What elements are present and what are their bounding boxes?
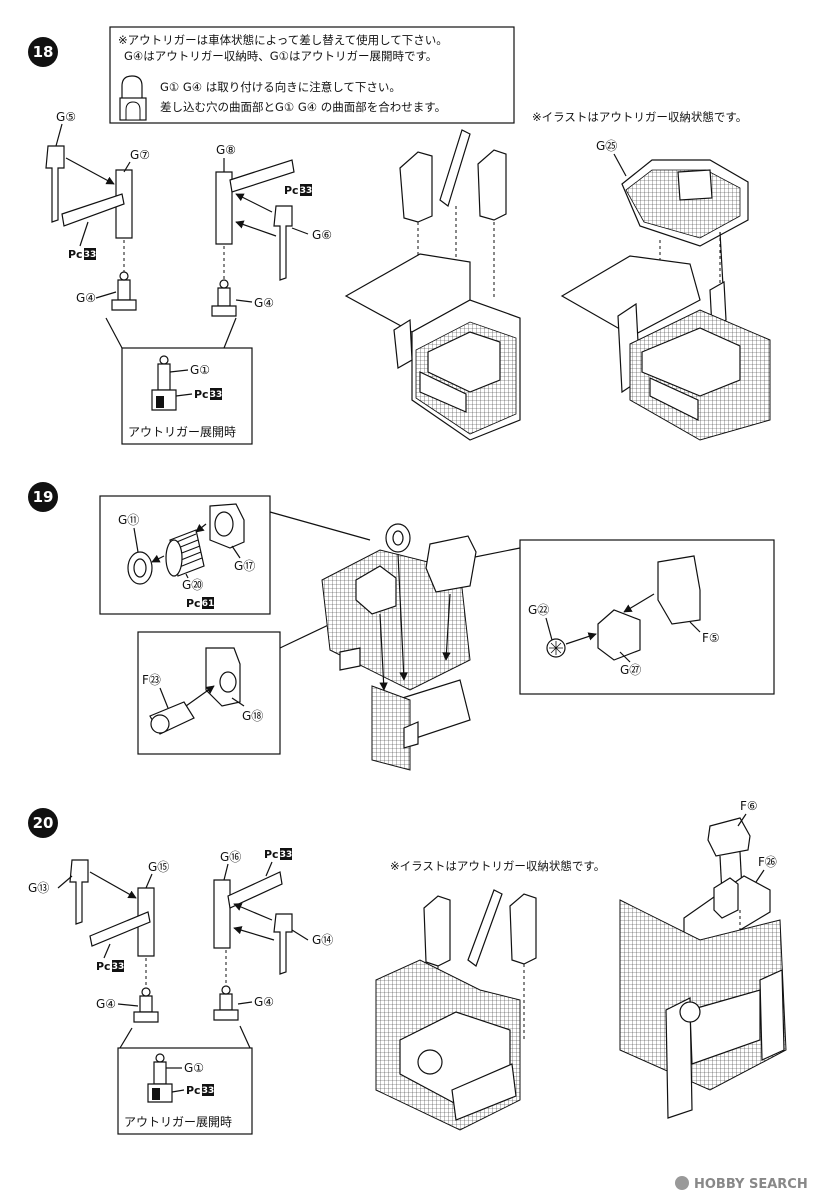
step-number: 20 bbox=[33, 814, 54, 832]
note-line: ※アウトリガーは車体状態によって差し替えて使用して下さい。 bbox=[118, 33, 448, 47]
step-20: 20 ※イラストはアウトリガー収納状態です。 G⑬ G⑮ Pc 33 G④ bbox=[28, 799, 787, 1135]
svg-text:Pc: Pc bbox=[186, 1084, 201, 1097]
outrigger-right-assembly bbox=[211, 159, 295, 317]
svg-text:Pc: Pc bbox=[186, 597, 201, 610]
outrigger-right-assembly bbox=[213, 871, 293, 1021]
part-label: G⑱ bbox=[242, 709, 263, 723]
part-label: G① bbox=[190, 363, 210, 377]
part-label: G⑬ bbox=[28, 881, 49, 895]
svg-text:33: 33 bbox=[202, 1086, 215, 1096]
step-19: 19 G⑪ G⑳ G⑰ Pc 61 bbox=[28, 482, 775, 771]
outrigger-jack-part bbox=[151, 355, 177, 411]
inset-deployed bbox=[117, 1047, 253, 1135]
note-line: G④はアウトリガー収納時、G①はアウトリガー展開時です。 bbox=[124, 49, 437, 63]
svg-text:33: 33 bbox=[300, 186, 313, 196]
pc-badge: Pc 33 bbox=[264, 848, 292, 861]
part-label: G⑪ bbox=[118, 513, 139, 527]
part-label: G㉒ bbox=[528, 603, 549, 617]
inset-caption: アウトリガー展開時 bbox=[124, 1115, 232, 1129]
watermark-text: HOBBY SEARCH bbox=[694, 1177, 808, 1192]
svg-text:Pc: Pc bbox=[96, 960, 111, 973]
part-label: G⑦ bbox=[130, 148, 150, 162]
svg-text:Pc: Pc bbox=[68, 248, 83, 261]
part-label: G⑯ bbox=[220, 850, 241, 864]
pulley-part bbox=[149, 701, 195, 735]
svg-text:Pc: Pc bbox=[194, 388, 209, 401]
part-label: G㉗ bbox=[620, 663, 641, 677]
notes-box bbox=[109, 26, 515, 124]
step-number-badge bbox=[28, 482, 58, 512]
mount-part bbox=[597, 609, 641, 661]
outrigger-left-assembly bbox=[45, 145, 137, 311]
pc-badge: Pc 33 bbox=[284, 184, 312, 197]
part-label: G⑥ bbox=[312, 228, 332, 242]
chassis-illustration bbox=[375, 889, 537, 1131]
bracket-part bbox=[657, 555, 701, 625]
winch-housing-part bbox=[209, 503, 245, 549]
chassis-illustration bbox=[344, 129, 521, 441]
part-label: G⑭ bbox=[312, 933, 333, 947]
part-label: G④ bbox=[254, 296, 274, 310]
step-number-badge bbox=[28, 37, 58, 67]
illustration-caption: ※イラストはアウトリガー収納状態です。 bbox=[390, 859, 605, 873]
watermark: HOBBY SEARCH bbox=[675, 1176, 808, 1192]
part-label: G⑮ bbox=[148, 860, 169, 874]
svg-text:Pc: Pc bbox=[264, 848, 279, 861]
part-label: G⑰ bbox=[234, 559, 255, 573]
svg-text:33: 33 bbox=[210, 390, 223, 400]
watermark-logo-icon bbox=[675, 1176, 689, 1190]
part-label: G㉕ bbox=[596, 139, 617, 153]
chassis-illustration bbox=[321, 523, 477, 771]
illustration-caption: ※イラストはアウトリガー収納状態です。 bbox=[532, 110, 747, 124]
part-label: G⑧ bbox=[216, 143, 236, 157]
inset-caption: アウトリガー展開時 bbox=[128, 425, 236, 439]
part-label: F㉖ bbox=[758, 855, 777, 869]
part-label: G④ bbox=[76, 291, 96, 305]
pc-badge: Pc 61 bbox=[186, 597, 214, 610]
pc-badge: Pc 33 bbox=[186, 1084, 214, 1097]
chassis-illustration bbox=[619, 817, 787, 1119]
part-label: G④ bbox=[254, 995, 274, 1009]
inset-deployed bbox=[121, 347, 253, 445]
step-number: 19 bbox=[33, 488, 54, 506]
svg-text:Pc: Pc bbox=[284, 184, 299, 197]
pc-badge: Pc 33 bbox=[96, 960, 124, 973]
part-label: G① bbox=[184, 1061, 204, 1075]
part-label: F㉓ bbox=[142, 673, 161, 687]
part-label: G④ bbox=[96, 997, 116, 1011]
inset-bracket bbox=[519, 539, 775, 695]
step-number-badge bbox=[28, 808, 58, 838]
sheave-part bbox=[546, 638, 566, 658]
part-label: F⑤ bbox=[702, 631, 720, 645]
svg-text:33: 33 bbox=[84, 250, 97, 260]
note-line: G① G④ は取り付ける向きに注意して下さい。 bbox=[160, 80, 401, 94]
note-line: 差し込む穴の曲面部とG① G④ の曲面部を合わせます。 bbox=[160, 100, 446, 114]
step-18: 18 ※アウトリガーは車体状態によって差し替えて使用して下さい。 G④はアウトリ… bbox=[28, 26, 771, 445]
chassis-illustration bbox=[560, 159, 771, 441]
winch-drum-part bbox=[165, 529, 205, 577]
part-label: G⑤ bbox=[56, 110, 76, 124]
svg-text:33: 33 bbox=[280, 850, 293, 860]
part-label: F⑥ bbox=[740, 799, 758, 813]
part-label: G⑳ bbox=[182, 578, 203, 592]
pc-badge: Pc 33 bbox=[68, 248, 96, 261]
hole-shape-icon bbox=[119, 75, 147, 121]
outrigger-left-assembly bbox=[69, 859, 159, 1023]
pc-badge: Pc 33 bbox=[194, 388, 222, 401]
svg-text:33: 33 bbox=[112, 962, 125, 972]
step-number: 18 bbox=[33, 43, 54, 61]
outrigger-jack-part bbox=[147, 1053, 173, 1103]
svg-text:61: 61 bbox=[202, 599, 215, 609]
drum-cap-part bbox=[127, 551, 153, 585]
